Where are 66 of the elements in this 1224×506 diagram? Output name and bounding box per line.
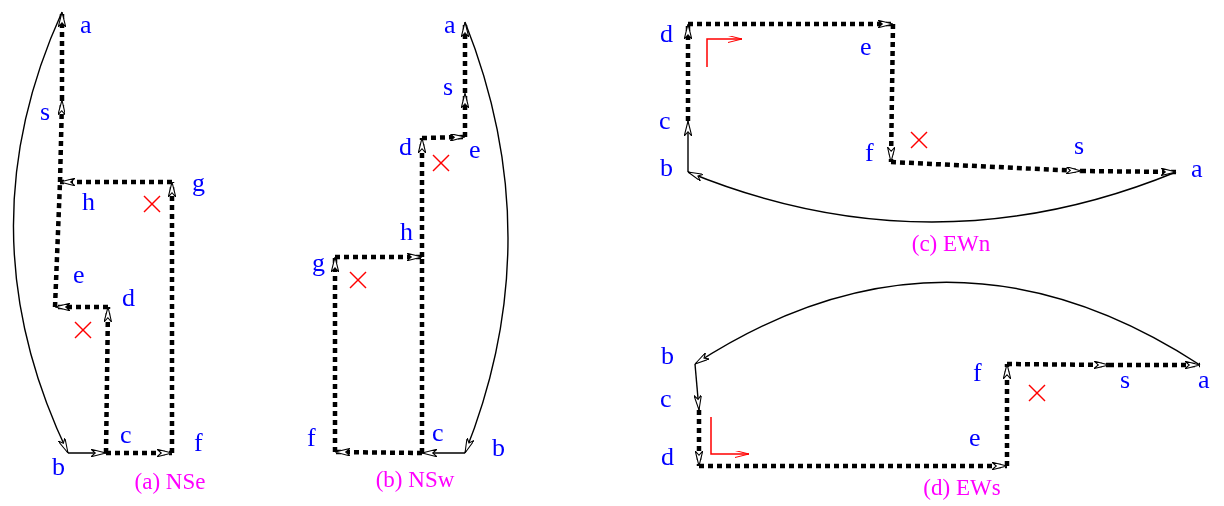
point-label: d <box>399 134 422 160</box>
curved-arrow <box>464 21 509 454</box>
point-label: g <box>312 250 335 276</box>
point-label: e <box>860 24 893 60</box>
arrow <box>57 11 67 100</box>
point-label: h <box>400 219 422 257</box>
point-label: s <box>443 74 465 100</box>
point-label: f <box>865 140 891 166</box>
arrow <box>460 92 470 137</box>
point-label: d <box>660 21 688 47</box>
panel-caption: (d) EWs <box>923 475 1001 501</box>
point-label: e <box>465 137 485 163</box>
point-label: a <box>1198 365 1214 393</box>
panel-caption: (a) NSe <box>134 469 206 495</box>
arrow <box>330 256 340 452</box>
point-label: g <box>172 170 208 196</box>
arrow <box>693 363 702 411</box>
point-label: d <box>108 285 138 311</box>
arrow <box>890 159 1082 175</box>
arrow <box>683 23 693 121</box>
arrow <box>59 177 172 187</box>
point-label: a <box>444 12 465 38</box>
panel-caption: (b) NSw <box>375 467 455 493</box>
point-label: c <box>660 386 699 412</box>
point-label: b <box>661 343 695 369</box>
point-label: b <box>660 155 688 181</box>
arrow <box>683 120 693 173</box>
point-label: d <box>661 444 699 470</box>
panel-caption: (c) EWn <box>911 231 991 257</box>
arrow <box>1006 360 1110 370</box>
arrow <box>334 447 423 457</box>
arrow <box>1002 363 1012 466</box>
point-label: c <box>106 422 136 453</box>
point-label: s <box>1074 133 1090 171</box>
arrow <box>1080 167 1177 177</box>
arrow <box>460 21 470 93</box>
point-label: c <box>422 420 448 453</box>
arrow <box>1109 360 1201 370</box>
arrow <box>103 306 113 454</box>
point-label: e <box>969 425 1007 466</box>
point-label: a <box>1176 156 1207 182</box>
point-label: f <box>172 430 210 456</box>
arrow <box>167 181 177 453</box>
arrow <box>421 448 466 458</box>
point-label: e <box>55 262 89 307</box>
arrow <box>67 448 107 458</box>
point-label: b <box>52 453 68 480</box>
point-label: c <box>659 108 688 134</box>
point-label: f <box>973 360 1007 386</box>
point-label: s <box>1109 365 1136 393</box>
point-label: s <box>40 99 62 125</box>
point-label: a <box>62 12 96 38</box>
arrow <box>57 99 66 183</box>
arrow <box>54 302 108 312</box>
arrow <box>417 137 427 257</box>
arrow <box>694 410 704 467</box>
point-label: f <box>307 425 335 452</box>
arrow <box>106 448 173 458</box>
point-label: h <box>60 182 98 215</box>
arrow <box>335 252 423 262</box>
arrow <box>688 19 894 29</box>
arrow <box>421 133 466 142</box>
curved-arrow <box>694 281 1201 366</box>
arrow <box>886 23 896 163</box>
arrow <box>699 461 1008 471</box>
point-label: b <box>465 435 508 461</box>
